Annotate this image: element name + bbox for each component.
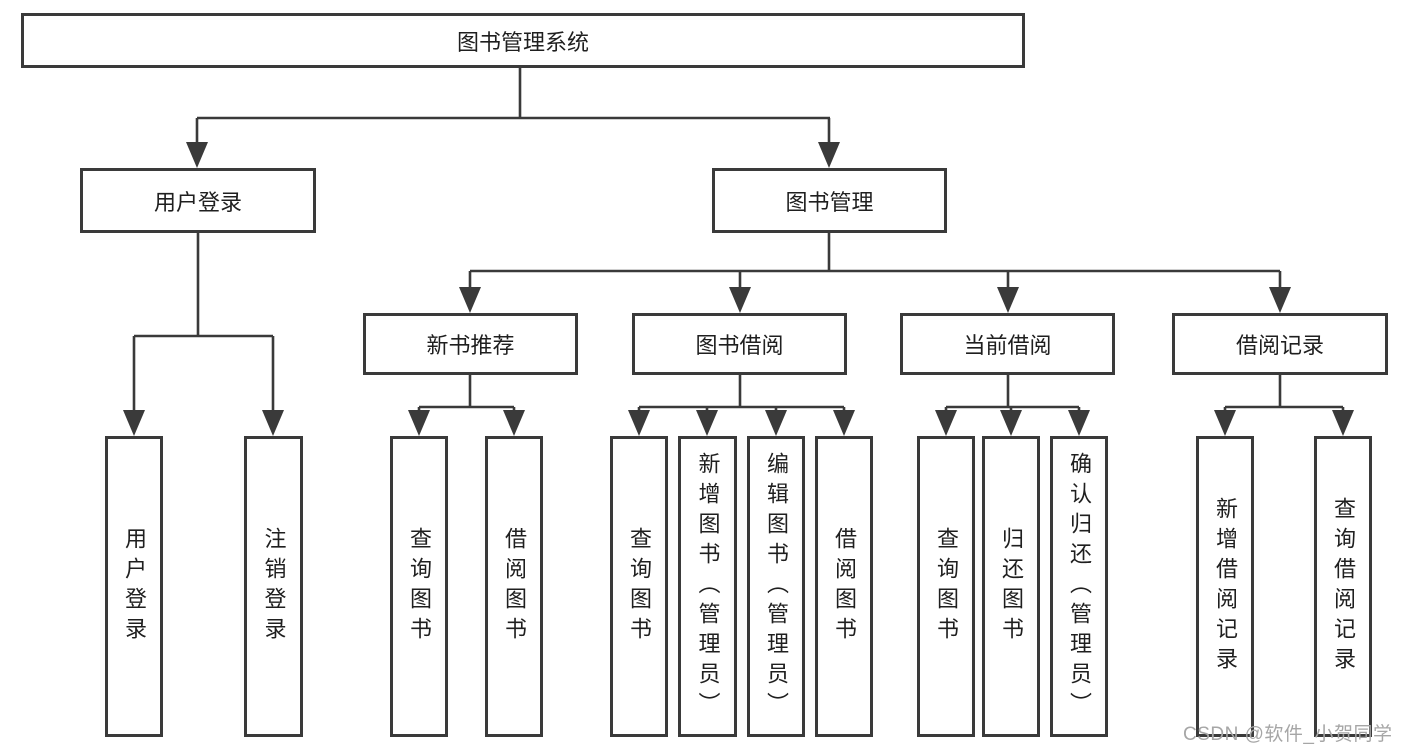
leaf-borrow-books-under-recommend-label: 借阅图书 — [502, 526, 527, 647]
node-root-label: 图书管理系统 — [456, 29, 589, 55]
leaf-add-borrow-record-label: 新增借阅记录 — [1213, 496, 1238, 677]
node-user-login-label: 用户登录 — [153, 189, 242, 215]
leaf-add-books-admin: 新增图书（管理员） — [678, 436, 737, 737]
leaf-borrow-books-under-recommend: 借阅图书 — [485, 436, 543, 737]
leaf-confirm-return-admin-label: 确认归还（管理员） — [1067, 451, 1092, 722]
node-new-book-recommend: 新书推荐 — [363, 313, 578, 375]
leaf-query-books-under-current: 查询图书 — [917, 436, 975, 737]
leaf-query-books-under-borrow: 查询图书 — [610, 436, 668, 737]
leaf-user-login-label: 用户登录 — [122, 526, 147, 647]
node-root: 图书管理系统 — [21, 13, 1025, 68]
node-book-borrow-label: 图书借阅 — [695, 333, 784, 358]
node-borrow-records-label: 借阅记录 — [1235, 333, 1324, 358]
node-user-login: 用户登录 — [80, 168, 316, 233]
csdn-watermark: CSDN @软件_小贺同学 — [1183, 724, 1393, 745]
leaf-return-books-label: 归还图书 — [999, 526, 1024, 647]
node-book-management: 图书管理 — [712, 168, 947, 233]
leaf-query-borrow-record-label: 查询借阅记录 — [1331, 496, 1356, 677]
node-current-borrow: 当前借阅 — [900, 313, 1115, 375]
leaf-return-books: 归还图书 — [982, 436, 1040, 737]
leaf-add-borrow-record: 新增借阅记录 — [1196, 436, 1254, 737]
leaf-query-books-under-recommend-label: 查询图书 — [407, 526, 432, 647]
node-borrow-records: 借阅记录 — [1172, 313, 1388, 375]
leaf-query-books-under-current-label: 查询图书 — [934, 526, 959, 647]
leaf-edit-books-admin: 编辑图书（管理员） — [747, 436, 805, 737]
leaf-logout: 注销登录 — [244, 436, 303, 737]
node-book-management-label: 图书管理 — [785, 189, 874, 215]
leaf-add-books-admin-label: 新增图书（管理员） — [695, 451, 721, 722]
leaf-borrow-books-under-borrow-label: 借阅图书 — [832, 526, 857, 647]
leaf-confirm-return-admin: 确认归还（管理员） — [1050, 436, 1108, 737]
leaf-edit-books-admin-label: 编辑图书（管理员） — [764, 451, 789, 722]
node-current-borrow-label: 当前借阅 — [963, 333, 1052, 358]
leaf-query-books-under-borrow-label: 查询图书 — [627, 526, 652, 647]
node-book-borrow: 图书借阅 — [632, 313, 847, 375]
leaf-borrow-books-under-borrow: 借阅图书 — [815, 436, 873, 737]
leaf-query-borrow-record: 查询借阅记录 — [1314, 436, 1372, 737]
node-new-book-recommend-label: 新书推荐 — [426, 333, 515, 358]
leaf-logout-label: 注销登录 — [261, 526, 287, 647]
leaf-user-login: 用户登录 — [105, 436, 163, 737]
leaf-query-books-under-recommend: 查询图书 — [390, 436, 448, 737]
